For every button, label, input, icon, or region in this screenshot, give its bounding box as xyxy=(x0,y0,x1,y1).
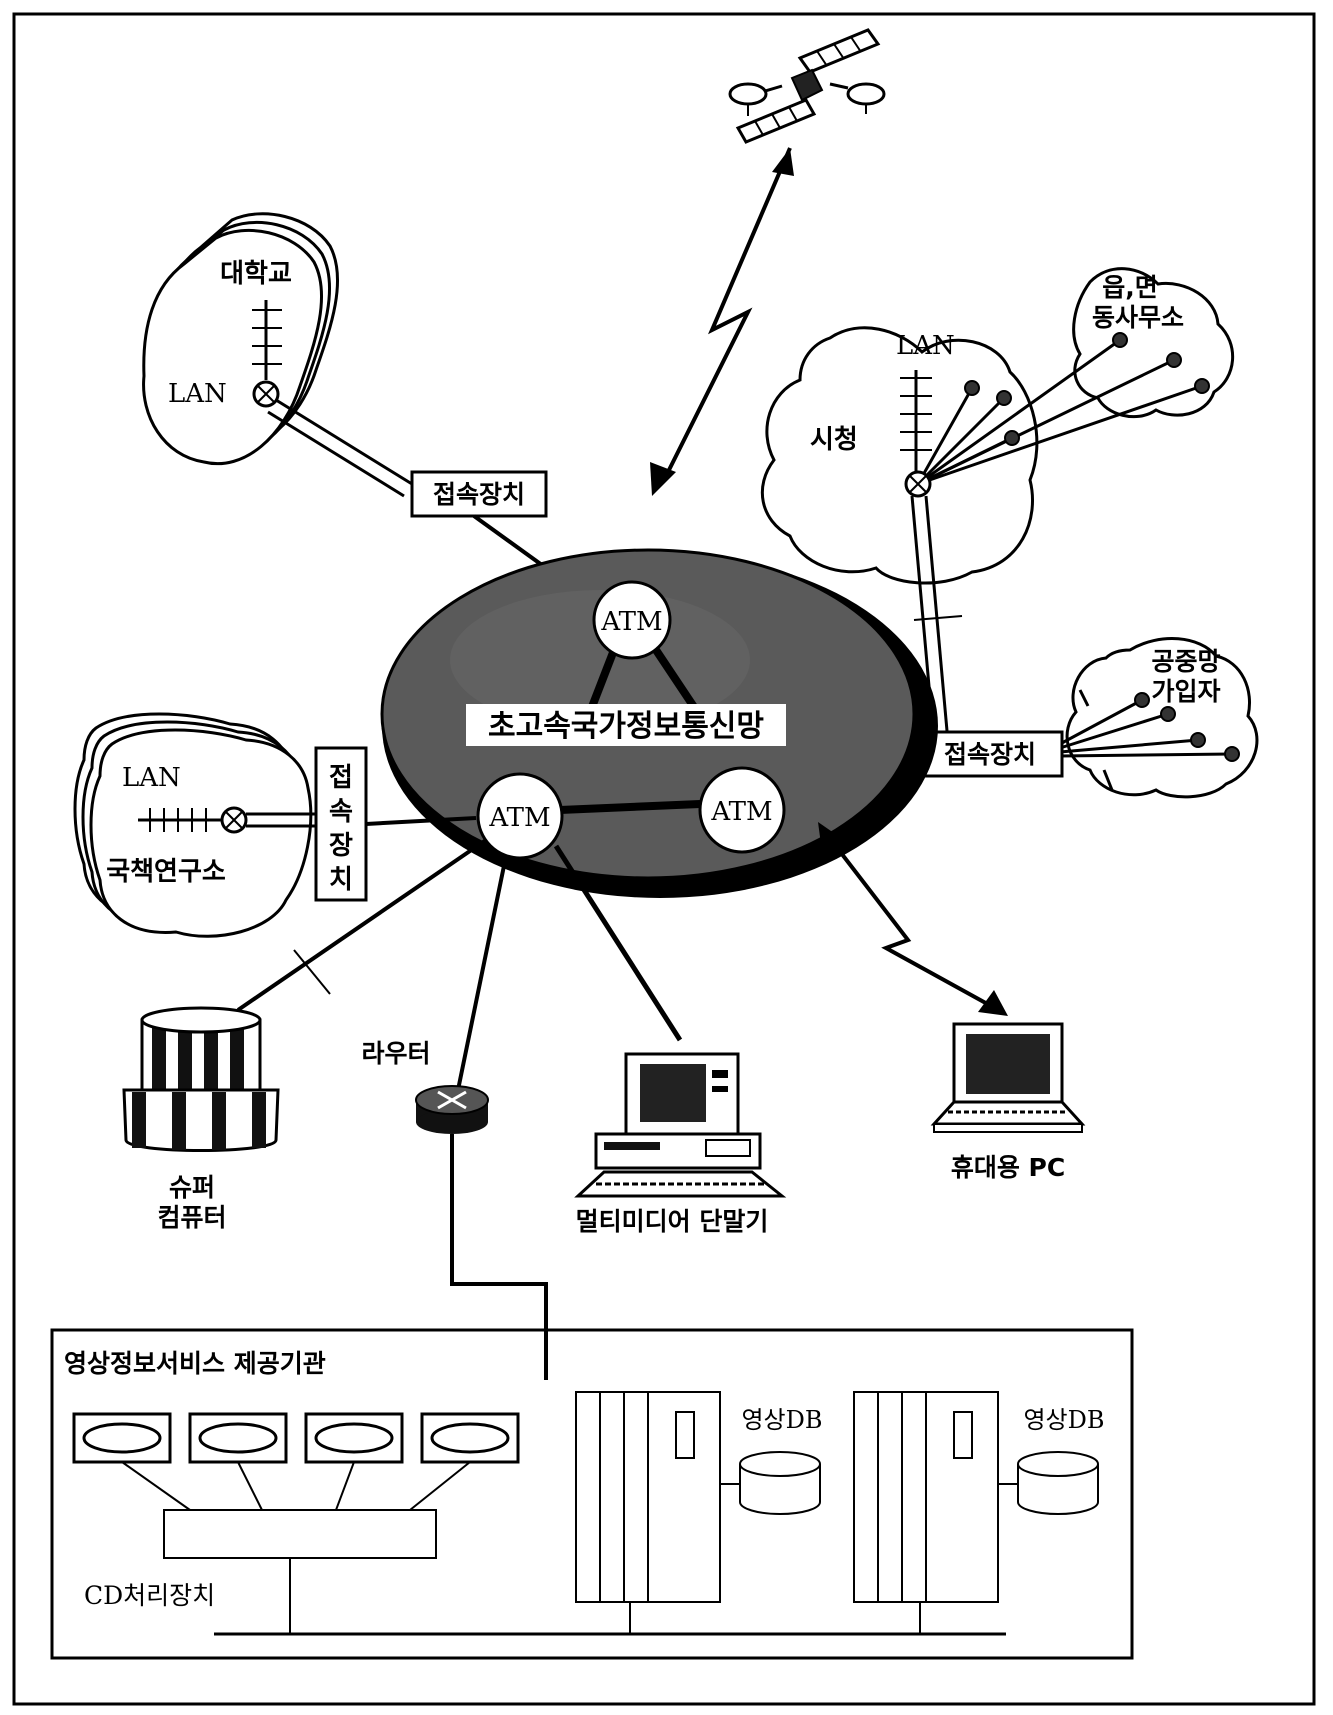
supercomputer-label-2: 컴퓨터 xyxy=(157,1203,226,1232)
research-lan-label: LAN xyxy=(122,763,181,793)
cd-processor-label: CD처리장치 xyxy=(84,1581,215,1610)
router-label: 라우터 xyxy=(361,1039,430,1068)
access-device-left-char-1: 접 xyxy=(329,763,353,793)
research-lan-connector-icon xyxy=(222,808,246,832)
university-cloud xyxy=(144,214,338,464)
town-office-label-1: 읍,면 xyxy=(1102,273,1158,302)
multimedia-terminal-label: 멀티미디어 단말기 xyxy=(576,1207,769,1236)
video-db-2-label: 영상DB xyxy=(1023,1406,1104,1434)
router-link xyxy=(458,856,506,1090)
network-title: 초고속국가정보통신망 xyxy=(488,709,764,744)
cd-processor-unit xyxy=(164,1510,436,1558)
public-subscriber-label-1: 공중망 xyxy=(1151,647,1220,676)
university-label: 대학교 xyxy=(220,259,292,289)
portable-pc-label: 휴대용 PC xyxy=(951,1153,1065,1182)
video-server-2 xyxy=(854,1392,998,1602)
city-lan-connector-icon xyxy=(906,472,930,496)
satellite-icon xyxy=(730,30,884,142)
video-db-1-label: 영상DB xyxy=(741,1406,822,1434)
access-device-right-label: 접속장치 xyxy=(944,740,1036,769)
video-db-1-icon xyxy=(740,1452,820,1514)
university-lan-label: LAN xyxy=(168,379,227,409)
university-lan-connector-icon xyxy=(254,382,278,406)
multimedia-terminal-icon xyxy=(578,1054,782,1196)
router-to-provider-link xyxy=(452,1134,546,1380)
supercomputer-label-1: 슈퍼 xyxy=(169,1173,215,1202)
display-links xyxy=(122,1462,470,1510)
display-units xyxy=(74,1414,518,1462)
access-device-top-label: 접속장치 xyxy=(433,480,525,509)
video-service-provider-title: 영상정보서비스 제공기관 xyxy=(64,1349,326,1378)
access-device-left-char-2: 속 xyxy=(329,797,353,827)
supercomputer-icon xyxy=(124,1008,278,1151)
city-hall-label: 시청 xyxy=(810,425,858,455)
atm-left-label: ATM xyxy=(488,803,550,833)
city-lan-label: LAN xyxy=(896,331,955,361)
public-subscriber-label-2: 가입자 xyxy=(1151,677,1220,706)
city-hall-cloud xyxy=(762,328,1037,583)
research-institute-label: 국책연구소 xyxy=(106,857,226,887)
video-db-2-icon xyxy=(1018,1452,1098,1514)
access-device-left-char-4: 치 xyxy=(329,865,353,895)
video-server-1 xyxy=(576,1392,720,1602)
town-office-label-2: 동사무소 xyxy=(1092,303,1184,332)
portable-pc-icon xyxy=(934,1024,1082,1132)
router-icon xyxy=(416,1086,488,1134)
access-device-left-char-3: 장 xyxy=(329,831,353,861)
atm-right-label: ATM xyxy=(710,797,772,827)
atm-top-label: ATM xyxy=(600,607,662,637)
